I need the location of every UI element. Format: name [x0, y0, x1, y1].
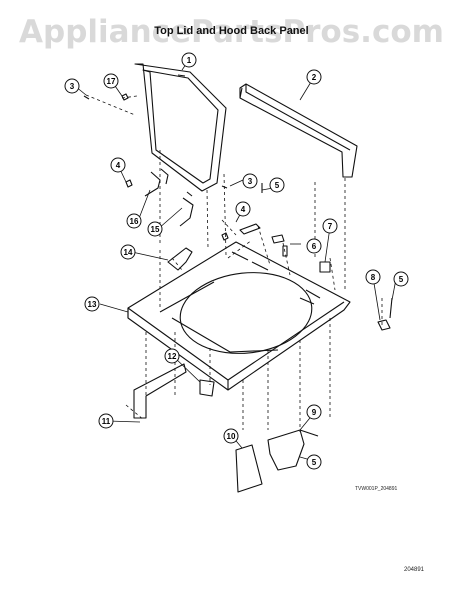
callout-9: 9: [306, 404, 322, 420]
callout-label: 5: [275, 181, 280, 190]
callout-label: 9: [312, 408, 317, 417]
callout-12: 12: [164, 348, 180, 364]
callout-label: 12: [168, 352, 177, 361]
watermark-text: AppliancePartsPros.com: [19, 14, 444, 50]
callout-label: 14: [124, 248, 133, 257]
callout-label: 13: [88, 300, 97, 309]
callout-8: 8: [365, 269, 381, 285]
drawing-code: TVW001P_204891: [355, 486, 398, 492]
callout-label: 6: [312, 242, 317, 251]
callout-17: 17: [103, 73, 119, 89]
callout-label: 10: [227, 432, 236, 441]
callout-1: 1: [181, 52, 197, 68]
callout-label: 4: [116, 161, 121, 170]
callout-2: 2: [306, 69, 322, 85]
callout-label: 5: [312, 458, 317, 467]
callout-15: 15: [147, 221, 163, 237]
callout-label: 3: [70, 82, 75, 91]
callout-11: 11: [98, 413, 114, 429]
callout-16: 16: [126, 213, 142, 229]
callout-label: 7: [328, 222, 333, 231]
callout-label: 3: [248, 177, 253, 186]
hardware: [83, 93, 393, 331]
page-number: 204891: [404, 567, 425, 573]
callout-5: 5: [269, 177, 285, 193]
callout-label: 5: [399, 275, 404, 284]
callout-14: 14: [120, 244, 136, 260]
callout-4: 4: [235, 201, 251, 217]
callout-5: 5: [393, 271, 409, 287]
callout-label: 4: [241, 205, 246, 214]
hinge-support: [235, 444, 263, 493]
lid-frame: [134, 63, 227, 192]
callout-label: 2: [312, 73, 317, 82]
callout-5: 5: [306, 454, 322, 470]
callout-7: 7: [322, 218, 338, 234]
callout-13: 13: [84, 296, 100, 312]
callout-label: 17: [107, 77, 116, 86]
callout-label: 16: [130, 217, 139, 226]
callout-label: 8: [371, 273, 376, 282]
callout-10: 10: [223, 428, 239, 444]
callout-label: 15: [151, 225, 160, 234]
callout-4: 4: [110, 157, 126, 173]
callout-6: 6: [306, 238, 322, 254]
washer-top: [127, 241, 351, 391]
callout-3: 3: [242, 173, 258, 189]
back-panel: [239, 83, 358, 178]
front-bracket: [133, 363, 215, 419]
callout-3: 3: [64, 78, 80, 94]
diagram-title: Top Lid and Hood Back Panel: [154, 25, 309, 37]
lid-stop: [167, 247, 193, 271]
callout-label: 11: [102, 417, 111, 426]
hinges: [144, 168, 194, 227]
callout-label: 1: [187, 56, 192, 65]
